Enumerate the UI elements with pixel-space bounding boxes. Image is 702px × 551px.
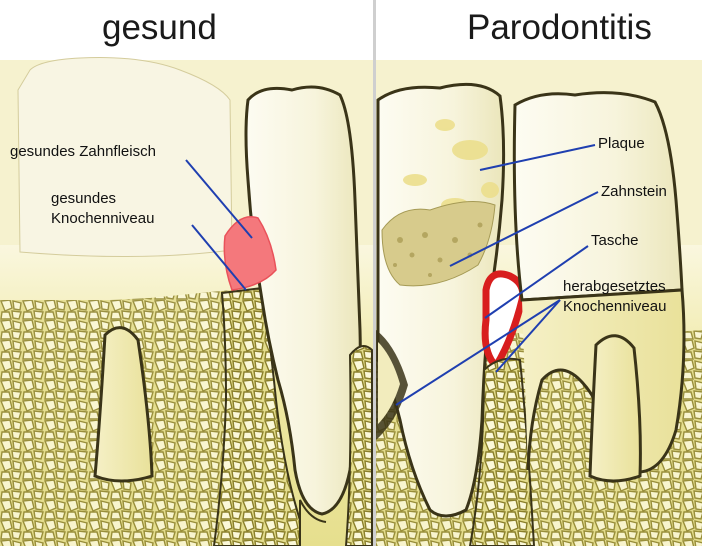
healthy-panel — [0, 58, 372, 547]
label-reduced-bone-line2: Knochenniveau — [563, 298, 666, 316]
title-periodontitis: Parodontitis — [467, 8, 652, 48]
label-plaque: Plaque — [598, 135, 645, 153]
label-healthy-bone-line1: gesundes — [51, 190, 116, 208]
label-tartar: Zahnstein — [601, 183, 667, 201]
title-healthy: gesund — [102, 8, 217, 48]
label-healthy-bone-line2: Knochenniveau — [51, 210, 154, 228]
panel-divider — [373, 0, 376, 546]
label-pocket: Tasche — [591, 232, 639, 250]
label-reduced-bone-line1: herabgesetztes — [563, 278, 666, 296]
label-healthy-gum: gesundes Zahnfleisch — [10, 143, 156, 161]
